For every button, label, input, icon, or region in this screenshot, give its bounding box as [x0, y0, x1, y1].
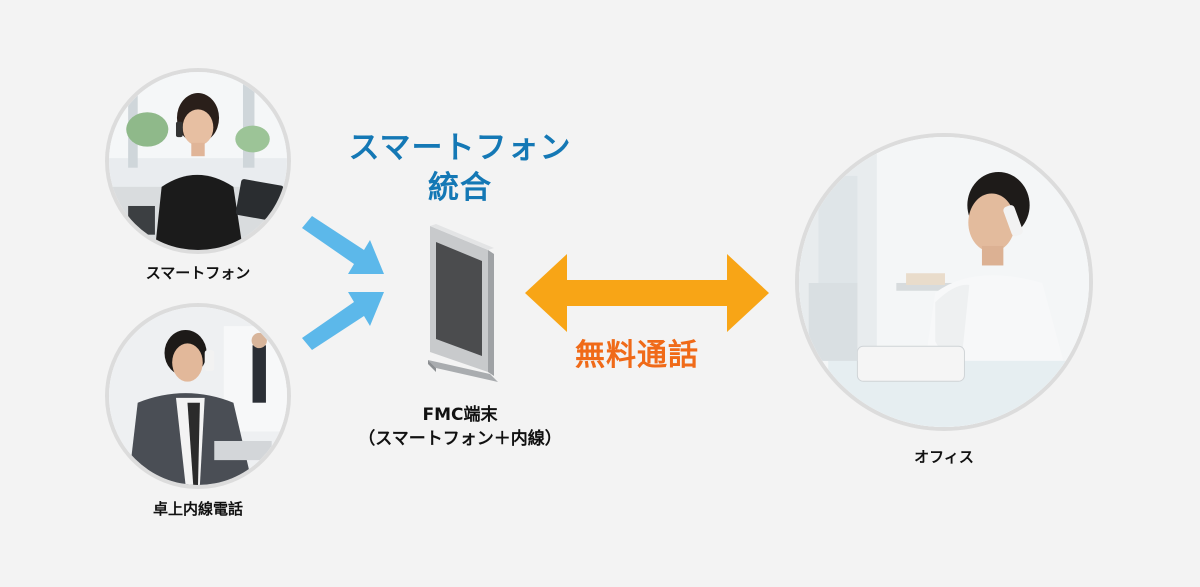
desk-phone-label: 卓上内線電話 — [118, 498, 278, 519]
title-line1: スマートフォン — [330, 128, 590, 168]
fmc-label-line1: FMC端末 — [340, 403, 580, 427]
office-label: オフィス — [864, 446, 1024, 467]
fmc-label-line2: （スマートフォン＋内線） — [340, 427, 580, 451]
office-photo — [795, 133, 1093, 431]
fmc-terminal-label: FMC端末 （スマートフォン＋内線） — [340, 403, 580, 451]
smartphone-integration-title: スマートフォン 統合 — [330, 128, 590, 208]
smartphone-user-photo — [105, 68, 291, 254]
title-line2: 統合 — [330, 168, 590, 208]
double-arrow-icon — [525, 254, 769, 332]
arrow-icon-desk-phone-to-fmc — [298, 288, 390, 354]
smartphone-label: スマートフォン — [118, 262, 278, 283]
fmc-device-icon — [420, 222, 504, 392]
arrow-icon-smartphone-to-fmc — [298, 212, 390, 280]
free-call-label: 無料通話 — [575, 330, 699, 374]
desk-phone-user-photo — [105, 303, 291, 489]
